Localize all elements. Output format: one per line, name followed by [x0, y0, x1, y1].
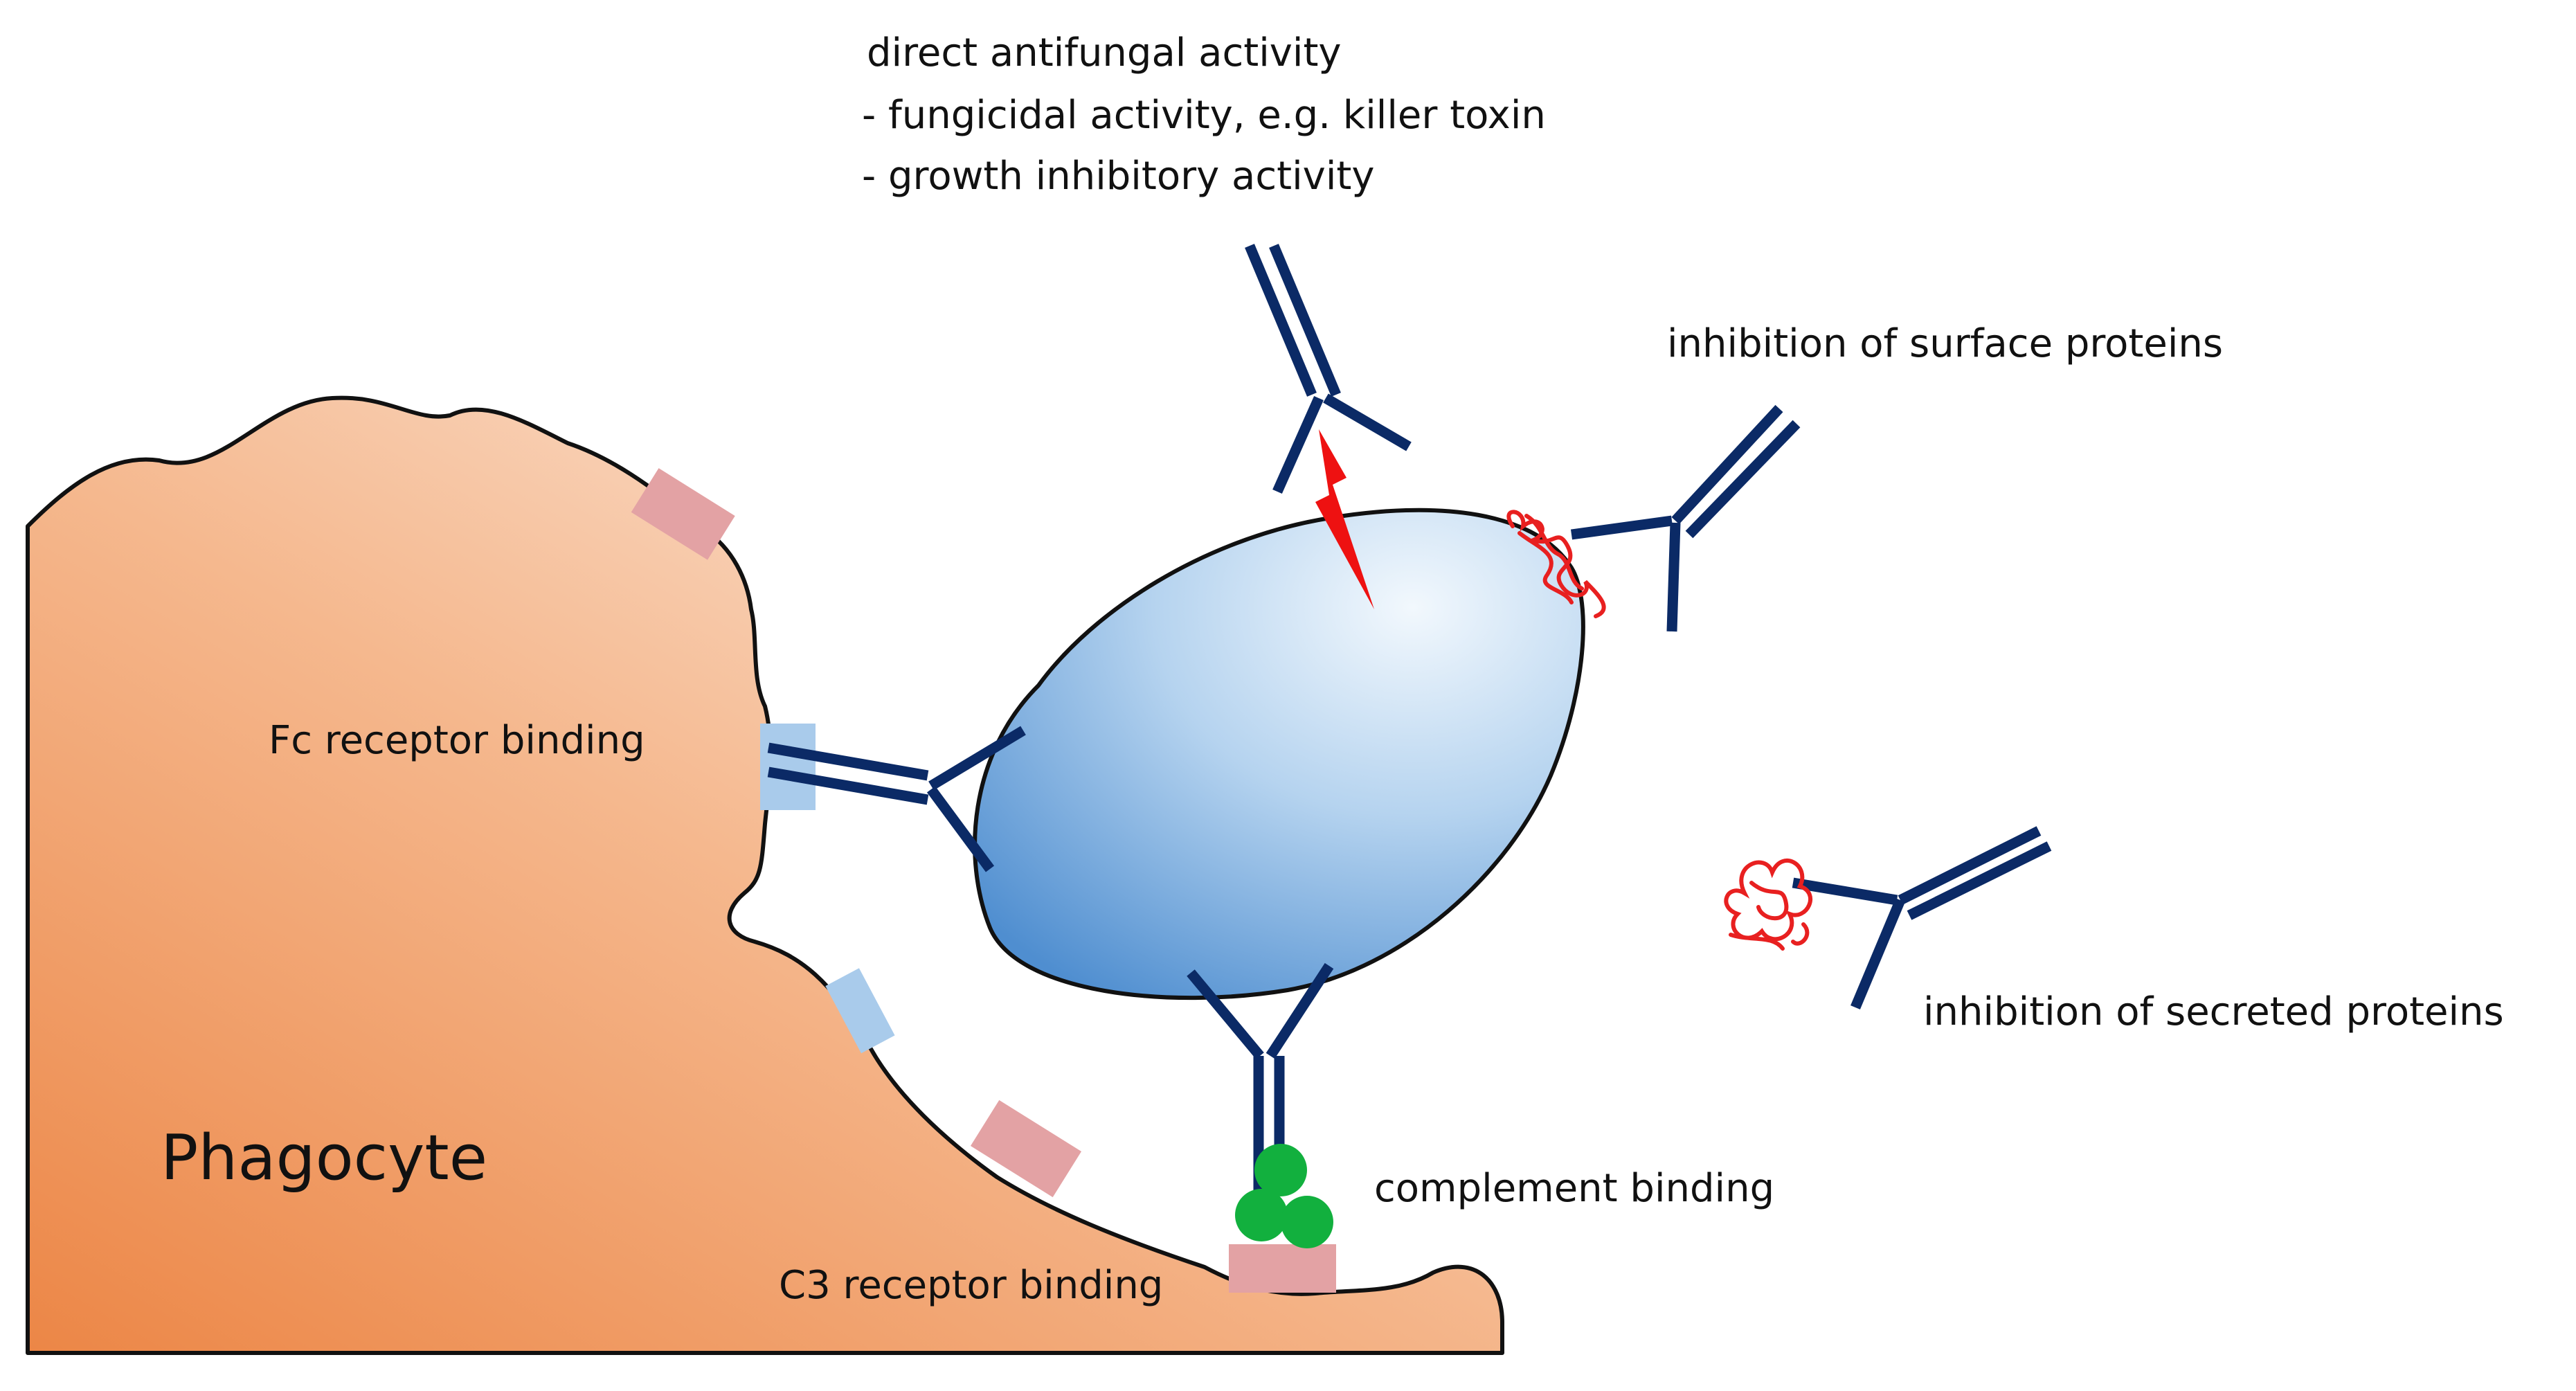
- c3-receptor-middle: [970, 1100, 1082, 1198]
- direct-activity-title: direct antifungal activity: [867, 30, 1342, 75]
- antibody-fc-bound-icon: [767, 726, 1026, 872]
- c3-receptor-top: [631, 468, 735, 560]
- direct-activity-item-fungicidal: - fungicidal activity, e.g. killer toxin: [862, 93, 1546, 138]
- fc-receptor-free: [825, 968, 895, 1054]
- antibody-secreted-icon: [1792, 826, 2052, 1009]
- c3-receptor-label: C3 receptor binding: [779, 1263, 1164, 1308]
- secreted-proteins-label: inhibition of secreted proteins: [1923, 989, 2504, 1034]
- surface-protein-icon: [1506, 510, 1606, 618]
- phagocyte-label: Phagocyte: [161, 1122, 488, 1194]
- antibody-surface-icon: [1570, 404, 1801, 632]
- secreted-protein-icon: [1724, 858, 1813, 951]
- complement-label: complement binding: [1374, 1166, 1775, 1211]
- c3-receptor-bottom: [1229, 1244, 1336, 1293]
- lightning-bolt-icon: [1315, 429, 1374, 609]
- complement-proteins-icon: [1235, 1144, 1333, 1248]
- antibody-direct-icon: [1245, 244, 1412, 494]
- surface-proteins-label: inhibition of surface proteins: [1667, 321, 2224, 366]
- fc-receptor: [760, 724, 816, 810]
- direct-activity-item-growth: - growth inhibitory activity: [862, 154, 1375, 199]
- fc-receptor-label: Fc receptor binding: [269, 718, 645, 763]
- fungus-cell: [973, 508, 1585, 1000]
